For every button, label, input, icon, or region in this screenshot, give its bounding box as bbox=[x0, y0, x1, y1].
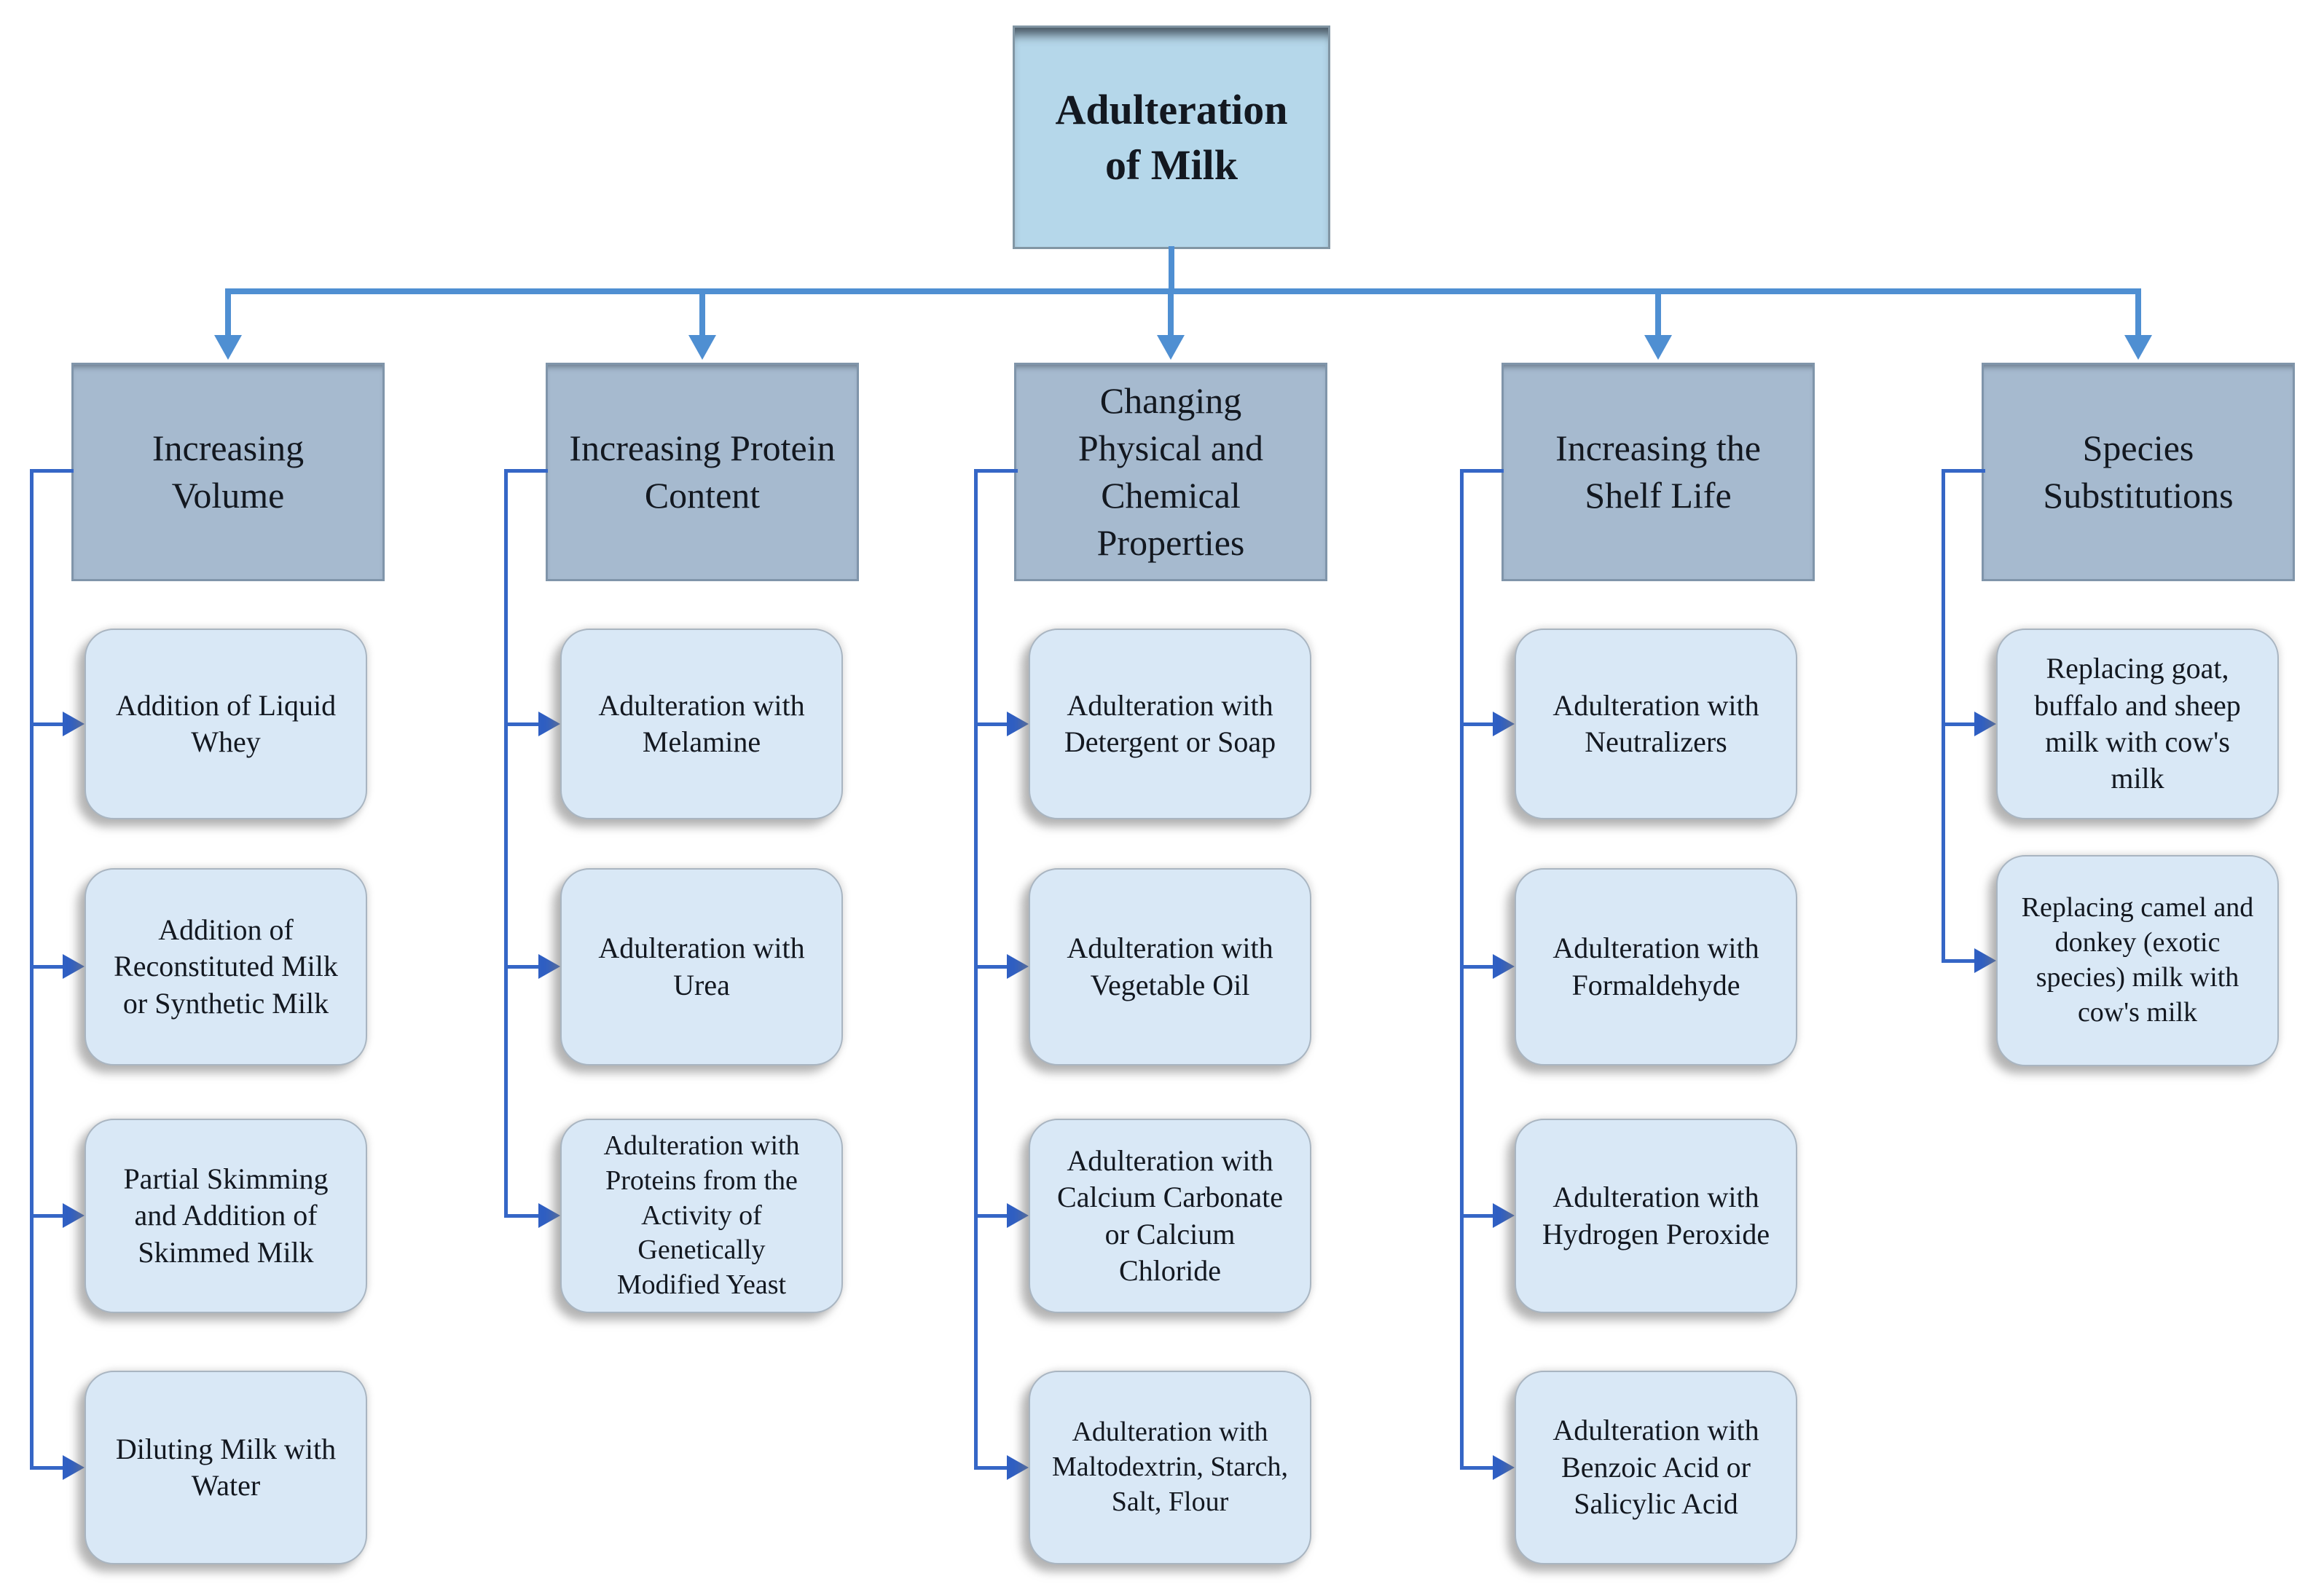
trunk-drop-line bbox=[1168, 288, 1174, 338]
leaf-benzoic-salicylic-acid: Adulteration with Benzoic Acid or Salicy… bbox=[1515, 1371, 1797, 1564]
category-increasing-protein-content: Increasing Protein Content bbox=[546, 363, 859, 581]
trunk-drop-line bbox=[2135, 288, 2141, 338]
branch-row-line bbox=[504, 1214, 540, 1218]
branch-row-line bbox=[504, 722, 540, 726]
arrow-right-icon bbox=[1493, 712, 1515, 736]
branch-row-line bbox=[1942, 959, 1976, 963]
arrow-right-icon bbox=[538, 1203, 560, 1228]
category-increasing-shelf-life: Increasing the Shelf Life bbox=[1501, 363, 1815, 581]
branch-elbow-line bbox=[1942, 469, 1985, 473]
arrow-right-icon bbox=[1493, 1455, 1515, 1480]
arrow-right-icon bbox=[1974, 948, 1996, 973]
arrow-right-icon bbox=[1007, 1203, 1029, 1228]
arrow-right-icon bbox=[63, 1203, 85, 1228]
branch-spine-line bbox=[30, 469, 34, 1470]
branch-row-line bbox=[974, 1214, 1008, 1218]
branch-row-line bbox=[974, 722, 1008, 726]
branch-elbow-line bbox=[504, 469, 548, 473]
leaf-partial-skimming: Partial Skimming and Addition of Skimmed… bbox=[85, 1119, 367, 1313]
arrow-down-icon bbox=[214, 335, 242, 360]
leaf-goat-buffalo-sheep: Replacing goat, buffalo and sheep milk w… bbox=[1996, 629, 2279, 819]
leaf-urea: Adulteration with Urea bbox=[560, 868, 843, 1066]
arrow-right-icon bbox=[1493, 1203, 1515, 1228]
branch-elbow-line bbox=[974, 469, 1018, 473]
leaf-maltodextrin-starch-salt-flour: Adulteration with Maltodextrin, Starch, … bbox=[1029, 1371, 1311, 1564]
category-changing-physical-chemical-properties: Changing Physical and Chemical Propertie… bbox=[1014, 363, 1327, 581]
branch-row-line bbox=[1460, 965, 1494, 969]
trunk-drop-line bbox=[225, 288, 231, 338]
leaf-calcium-carbonate-chloride: Adulteration with Calcium Carbonate or C… bbox=[1029, 1119, 1311, 1313]
branch-spine-line bbox=[504, 469, 508, 1218]
leaf-reconstituted-synthetic-milk: Addition of Reconstituted Milk or Synthe… bbox=[85, 868, 367, 1066]
arrow-down-icon bbox=[688, 335, 716, 360]
leaf-camel-donkey-exotic: Replacing camel and donkey (exotic speci… bbox=[1996, 855, 2279, 1066]
arrow-right-icon bbox=[538, 712, 560, 736]
branch-row-line bbox=[1460, 1214, 1494, 1218]
leaf-gm-yeast-proteins: Adulteration with Proteins from the Acti… bbox=[560, 1119, 843, 1313]
branch-row-line bbox=[504, 965, 540, 969]
arrow-right-icon bbox=[1493, 954, 1515, 979]
arrow-down-icon bbox=[2124, 335, 2152, 360]
leaf-liquid-whey: Addition of Liquid Whey bbox=[85, 629, 367, 819]
arrow-right-icon bbox=[1007, 1455, 1029, 1480]
arrow-right-icon bbox=[1007, 712, 1029, 736]
branch-row-line bbox=[30, 1466, 64, 1470]
leaf-melamine: Adulteration with Melamine bbox=[560, 629, 843, 819]
branch-row-line bbox=[974, 965, 1008, 969]
branch-row-line bbox=[1460, 1466, 1494, 1470]
leaf-neutralizers: Adulteration with Neutralizers bbox=[1515, 629, 1797, 819]
branch-row-line bbox=[1942, 722, 1976, 726]
arrow-down-icon bbox=[1157, 335, 1185, 360]
branch-row-line bbox=[30, 1214, 64, 1218]
arrow-right-icon bbox=[63, 1455, 85, 1480]
leaf-hydrogen-peroxide: Adulteration with Hydrogen Peroxide bbox=[1515, 1119, 1797, 1313]
arrow-right-icon bbox=[63, 954, 85, 979]
leaf-vegetable-oil: Adulteration with Vegetable Oil bbox=[1029, 868, 1311, 1066]
arrow-right-icon bbox=[1007, 954, 1029, 979]
arrow-right-icon bbox=[63, 712, 85, 736]
trunk-stub-line bbox=[1169, 246, 1174, 294]
trunk-drop-line bbox=[699, 288, 705, 338]
leaf-diluting-water: Diluting Milk with Water bbox=[85, 1371, 367, 1564]
category-increasing-volume: Increasing Volume bbox=[71, 363, 385, 581]
arrow-right-icon bbox=[1974, 712, 1996, 736]
branch-spine-line bbox=[1460, 469, 1464, 1470]
root-node: Adulteration of Milk bbox=[1013, 25, 1330, 249]
branch-row-line bbox=[30, 965, 64, 969]
branch-spine-line bbox=[1942, 469, 1945, 963]
arrow-down-icon bbox=[1644, 335, 1672, 360]
arrow-right-icon bbox=[538, 954, 560, 979]
leaf-formaldehyde: Adulteration with Formaldehyde bbox=[1515, 868, 1797, 1066]
branch-elbow-line bbox=[1460, 469, 1504, 473]
branch-elbow-line bbox=[30, 469, 74, 473]
trunk-line bbox=[225, 288, 2141, 294]
branch-row-line bbox=[974, 1466, 1008, 1470]
branch-spine-line bbox=[974, 469, 978, 1470]
leaf-detergent-soap: Adulteration with Detergent or Soap bbox=[1029, 629, 1311, 819]
trunk-drop-line bbox=[1655, 288, 1661, 338]
branch-row-line bbox=[30, 722, 64, 726]
category-species-substitutions: Species Substitutions bbox=[1982, 363, 2295, 581]
branch-row-line bbox=[1460, 722, 1494, 726]
